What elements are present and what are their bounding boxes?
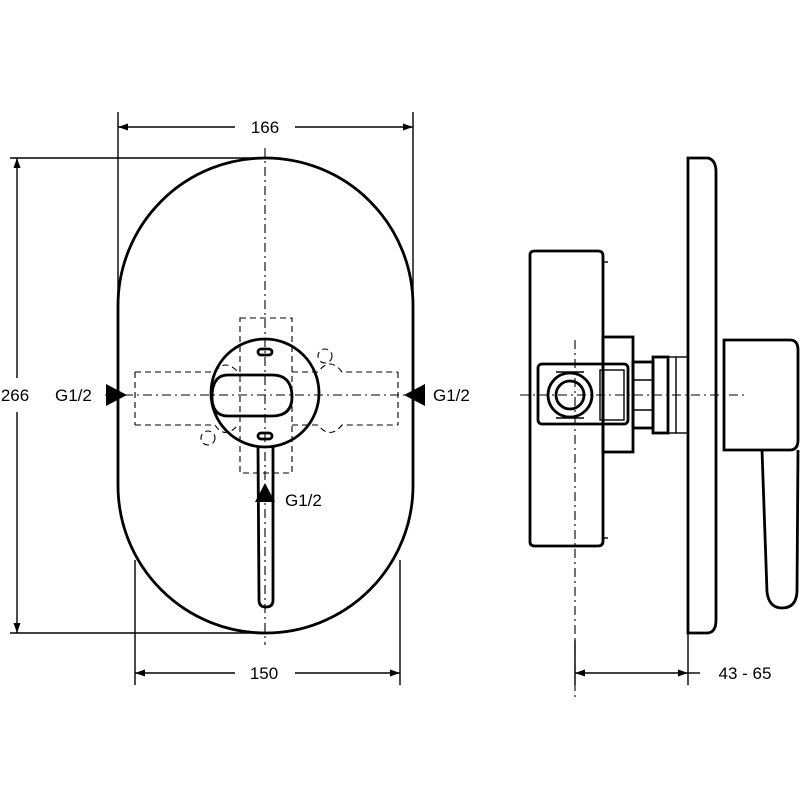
bottom-inlet-arrow [255, 483, 275, 502]
dimension-depth: 43 - 65 [719, 664, 772, 683]
cover-plate-side [686, 156, 718, 635]
lever-stem [256, 446, 275, 609]
dimension-bottom-width: 150 [250, 664, 278, 683]
wall-box [528, 249, 605, 548]
right-inlet-arrow [404, 384, 425, 406]
valve-block [536, 362, 630, 426]
left-inlet-arrow [106, 384, 127, 406]
lever-handle [210, 373, 294, 418]
side-view: 43 - 65 [520, 156, 800, 700]
dimension-height: 266 [1, 386, 29, 405]
right-connection-label: G1/2 [433, 386, 470, 405]
dimension-top-width: 166 [251, 118, 279, 137]
front-view: 166 266 150 G1/2 G1/2 G1/2 [1, 112, 470, 685]
left-connection-label: G1/2 [55, 386, 92, 405]
lever-side [722, 338, 800, 452]
bottom-connection-label: G1/2 [285, 491, 322, 510]
